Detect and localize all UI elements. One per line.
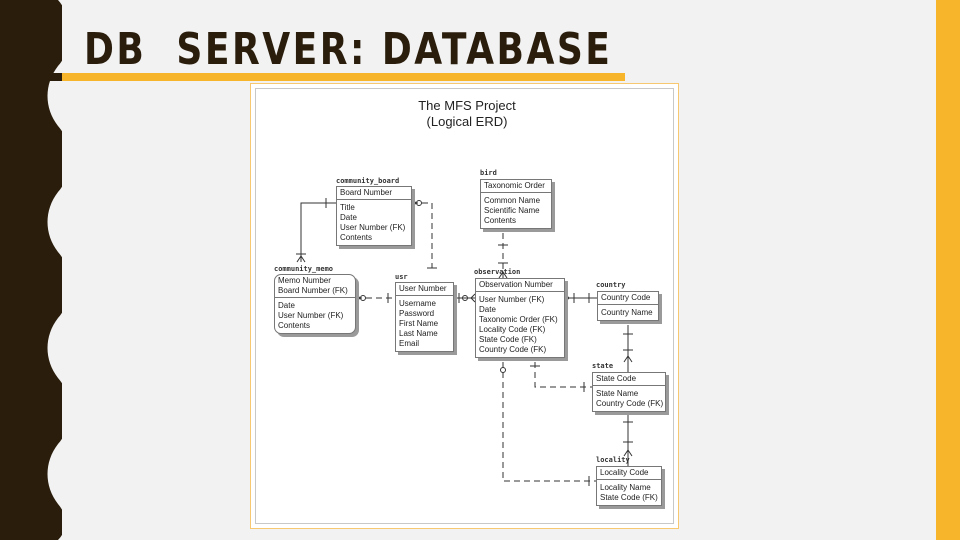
attr: Date [479,305,496,314]
attr: Locality Code [600,468,649,477]
attr: Locality Code (FK) [479,325,546,334]
attr: Taxonomic Order (FK) [479,315,558,324]
attr: Board Number [340,188,393,197]
rel-board-memo [300,202,336,262]
entity-observation: Observation Number User Number (FK) Date… [475,278,565,358]
rel-locality-observation [502,362,596,482]
entity-label-locality: locality [596,456,630,464]
attr: Password [399,309,435,318]
attr: Username [399,299,436,308]
attr: Scientific Name [484,206,540,215]
attr: Country Code (FK) [479,345,547,354]
entity-locality: Locality Code Locality Name State Code (… [596,466,662,506]
attr: Contents [340,233,373,242]
erd-subtitle: (Logical ERD) [426,114,508,129]
entity-label-bird: bird [480,169,497,177]
entity-label-community-memo: community_memo [274,265,334,273]
attr: Country Code (FK) [596,399,664,408]
decorative-left-band [0,0,62,540]
attr: User Number (FK) [278,311,344,320]
attr: User Number (FK) [479,295,545,304]
attr: Contents [278,321,311,330]
entity-label-community-board: community_board [336,177,400,185]
slide-title: DB SERVER: DATABASE [84,24,613,75]
attr: User Number [399,284,447,293]
decorative-right-bar [936,0,960,540]
attr: Locality Name [600,483,651,492]
entity-label-state: state [592,362,614,370]
attr: Country Code [601,293,651,302]
attr: Board Number (FK) [278,286,348,295]
entity-state: State Code State Name Country Code (FK) [592,372,666,412]
attr: First Name [399,319,439,328]
attr: Last Name [399,329,438,338]
entity-bird: Taxonomic Order Common Name Scientific N… [480,179,552,229]
entity-label-country: country [596,281,626,289]
title-underline-dark [0,73,62,81]
entity-usr: User Number Username Password First Name… [395,282,454,352]
attr: Date [278,301,295,310]
entity-country: Country Code Country Name [597,291,659,321]
attr: Title [340,203,355,212]
entity-label-observation: observation [474,268,521,276]
attr: Country Name [601,308,653,317]
entity-label-usr: usr [395,273,408,281]
rel-state-observation [534,362,592,388]
attr: Memo Number [278,276,331,285]
attr: Taxonomic Order [484,181,545,190]
rel-usr-board [412,202,433,268]
attr: State Name [596,389,639,398]
attr: State Code (FK) [479,335,537,344]
title-underline [0,73,625,81]
attr: State Code [596,374,637,383]
attr: Common Name [484,196,541,205]
attr: Email [399,339,420,348]
attr: Date [340,213,357,222]
attr: User Number (FK) [340,223,406,232]
erd-title: The MFS Project [418,98,516,113]
attr: Contents [484,216,517,225]
entity-community-board: Board Number Title Date User Number (FK)… [336,186,412,246]
entity-community-memo: Memo Number Board Number (FK) Date User … [274,274,356,334]
attr: State Code (FK) [600,493,658,502]
attr: Observation Number [479,280,553,289]
erd-inner-border [255,88,674,524]
